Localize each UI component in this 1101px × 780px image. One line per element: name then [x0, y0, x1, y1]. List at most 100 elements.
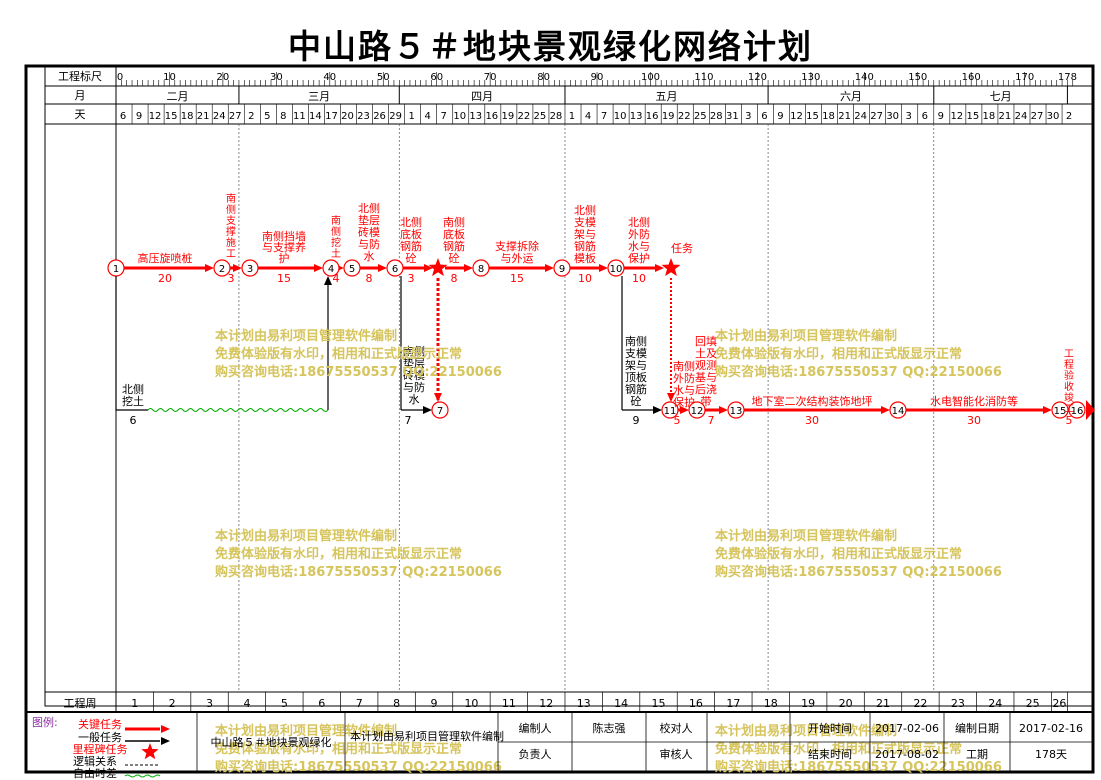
- day-value: 9: [938, 111, 944, 122]
- checker-label: 校对人: [660, 721, 693, 735]
- day-value: 5: [264, 111, 270, 122]
- task-name: 工: [1064, 349, 1074, 360]
- node-number: 6: [392, 264, 398, 275]
- task-arrow: [115, 276, 148, 411]
- task-name: 水: [409, 393, 420, 406]
- task-name: 竣: [1064, 391, 1074, 404]
- day-value: 30: [886, 111, 899, 122]
- legend-title: 图例:: [32, 715, 58, 729]
- scale-tick: 0: [117, 72, 123, 83]
- month-name: 七月: [990, 90, 1012, 103]
- week-value: 1: [131, 697, 138, 710]
- task-name: 回填: [695, 334, 717, 348]
- week-value: 10: [464, 697, 478, 710]
- network-node: [553, 259, 571, 277]
- task-name: 基与: [695, 371, 717, 384]
- day-value: 9: [136, 111, 142, 122]
- arrowhead: [464, 264, 473, 272]
- task-name: 垫层: [358, 213, 380, 227]
- day-value: 11: [293, 111, 306, 122]
- day-value: 12: [149, 111, 162, 122]
- arrowhead: [161, 737, 170, 745]
- task-name: 架与: [625, 359, 647, 372]
- task-name: 外防: [628, 227, 650, 241]
- task-name: 砖模: [403, 368, 425, 382]
- day-value: 26: [373, 111, 386, 122]
- watermark-text: 本计划由易利项目管理软件编制: [215, 328, 397, 344]
- day-value: 24: [213, 111, 226, 122]
- task-name: 与防: [403, 380, 425, 394]
- week-value: 16: [689, 697, 703, 710]
- task-name: 南侧: [443, 216, 465, 229]
- watermark-text: 购买咨询电话:18675550537 QQ:22150066: [215, 564, 502, 580]
- task-name: 北侧: [358, 202, 380, 215]
- week-value: 7: [356, 697, 363, 710]
- day-value: 6: [761, 111, 767, 122]
- day-value: 22: [518, 111, 531, 122]
- arrowhead: [1086, 400, 1095, 420]
- reviewer-label: 审核人: [660, 747, 693, 761]
- network-node: [322, 259, 340, 277]
- day-value: 21: [838, 111, 851, 122]
- watermark-text: 本计划由易利项目管理软件编制: [215, 528, 397, 544]
- start-date: 2017-02-06: [875, 722, 939, 735]
- day-value: 21: [999, 111, 1012, 122]
- node-number: 12: [691, 406, 704, 417]
- scale-label: 工程标尺: [58, 69, 102, 83]
- week-label: 工程周: [64, 697, 97, 710]
- arrowhead: [378, 264, 387, 272]
- node-number: 14: [892, 406, 905, 417]
- milestone-star-icon: [428, 258, 448, 277]
- day-value: 1: [569, 111, 575, 122]
- task-name: 砼: [406, 252, 417, 265]
- arrowhead: [314, 264, 323, 272]
- node-number: 16: [1071, 406, 1084, 417]
- task-name: 垫层: [403, 356, 425, 370]
- task-duration: 15: [277, 272, 291, 285]
- legend-milestone-label: 里程碑任务: [73, 743, 128, 756]
- arrowhead: [719, 406, 728, 414]
- node-number: 10: [610, 264, 623, 275]
- week-value: 8: [393, 697, 400, 710]
- day-value: 8: [280, 111, 286, 122]
- arrowhead: [881, 406, 890, 414]
- day-value: 2: [1066, 111, 1072, 122]
- task-duration: 8: [366, 272, 373, 285]
- task-name: 底板: [400, 227, 422, 241]
- legend-float-label: 自由时差: [73, 766, 117, 780]
- task-name: 任务: [671, 242, 693, 255]
- watermark-text: 免费体验版有水印，相用和正式版显示正常: [215, 741, 462, 757]
- arrowhead: [423, 406, 432, 414]
- task-name: 钢筋: [400, 239, 422, 253]
- week-value: 2: [169, 697, 176, 710]
- week-value: 9: [431, 697, 438, 710]
- watermark-text: 免费体验版有水印，相用和正式版显示正常: [715, 546, 962, 562]
- week-value: 13: [577, 697, 591, 710]
- week-value: 18: [764, 697, 778, 710]
- task-name: 挖: [331, 236, 341, 249]
- node-number: 15: [1054, 406, 1067, 417]
- node-number: 3: [247, 264, 253, 275]
- task-name: 北侧: [122, 383, 144, 396]
- task-name: 与防: [358, 237, 380, 251]
- task-name: 验: [1064, 369, 1074, 382]
- network-node: [386, 259, 404, 277]
- task-name: 侧: [226, 203, 236, 216]
- watermark-text: 本计划由易利项目管理软件编制: [215, 723, 397, 739]
- day-value: 6: [120, 111, 126, 122]
- month-label: 月: [75, 89, 86, 102]
- node-number: 9: [559, 264, 565, 275]
- task-name: 水电智能化消防等: [930, 394, 1018, 408]
- task-name: 南: [226, 192, 236, 205]
- day-value: 25: [534, 111, 547, 122]
- watermark-text: 购买咨询电话:18675550537 QQ:22150066: [715, 564, 1002, 580]
- task-name: 撑: [226, 225, 236, 238]
- watermark-text: 购买咨询电话:18675550537 QQ:22150066: [215, 364, 502, 380]
- week-value: 26: [1052, 697, 1066, 710]
- arrowhead: [680, 406, 689, 414]
- arrowhead: [655, 264, 664, 272]
- task-duration: 8: [451, 272, 458, 285]
- network-node: [607, 259, 625, 277]
- day-value: 24: [854, 111, 867, 122]
- day-value: 3: [745, 111, 751, 122]
